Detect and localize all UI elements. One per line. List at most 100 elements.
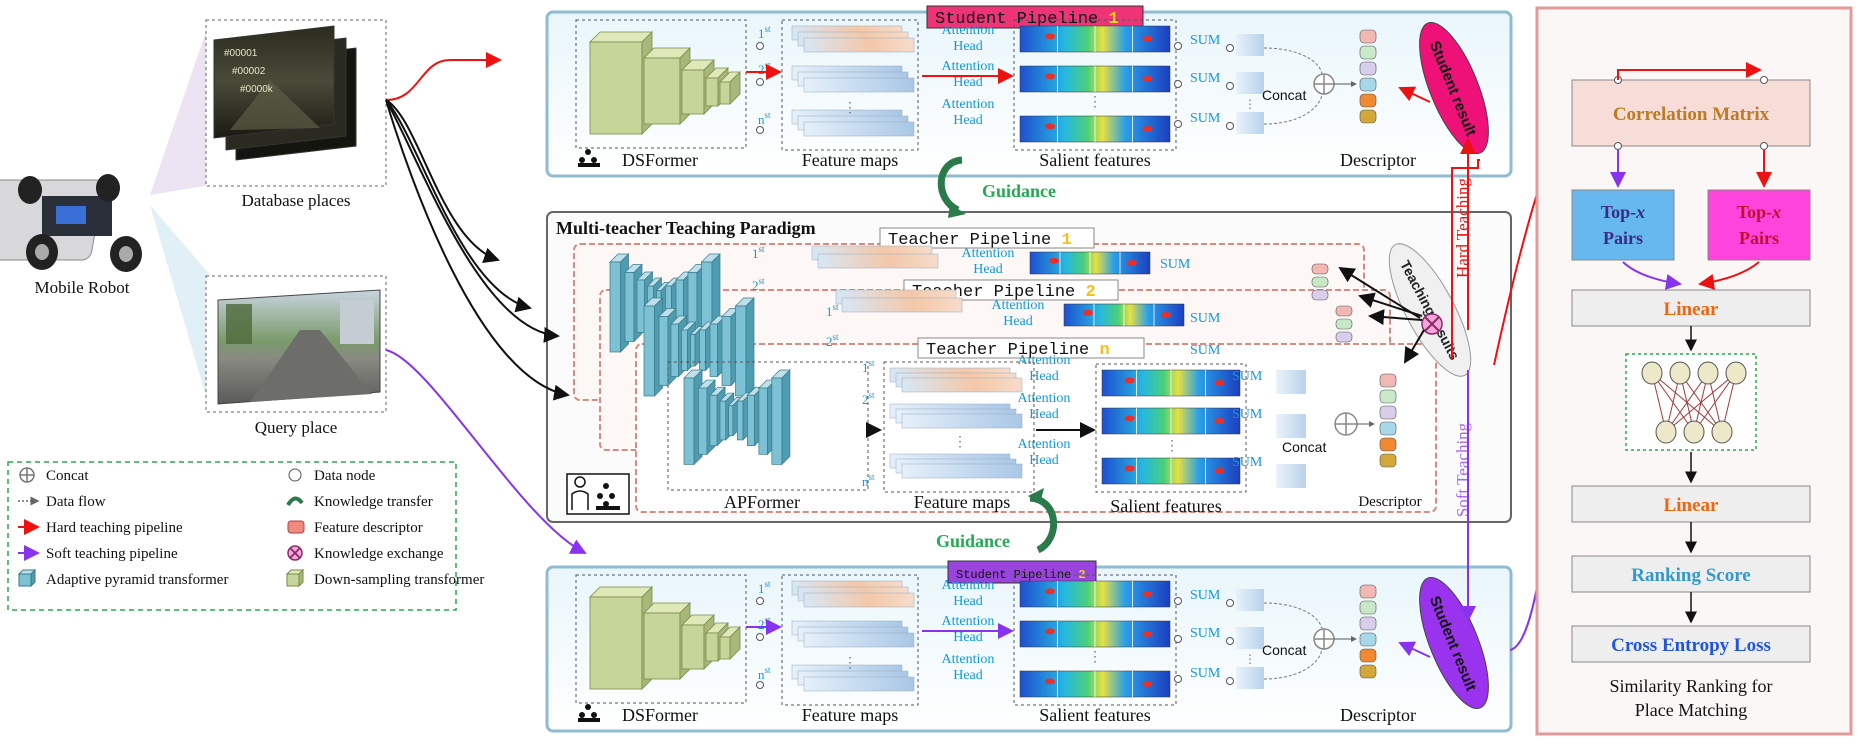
attention-head-label: Attention (1018, 353, 1071, 368)
attention-head-label: Head (1003, 314, 1033, 329)
sum-label: SUM (1232, 455, 1263, 470)
ranking-score-label: Ranking Score (1631, 565, 1750, 586)
query-label: Query place (255, 418, 338, 437)
sum-label: SUM (1232, 407, 1263, 422)
guidance-top: Guidance (937, 156, 1056, 218)
descriptor-bar (1311, 276, 1329, 288)
feature-maps-box (781, 19, 919, 151)
attention-head-label: Attention (962, 246, 1015, 261)
descriptor-bar (1359, 648, 1377, 663)
top-x-label: Top-x (1601, 202, 1645, 222)
backbone-box (575, 574, 747, 704)
data-node (1226, 637, 1234, 645)
backbone-box (575, 19, 747, 149)
svg-text:⋮: ⋮ (1088, 95, 1102, 110)
attention-head-label: Attention (992, 298, 1045, 313)
descriptor-bar (1359, 109, 1377, 124)
descriptor-bar (1359, 584, 1377, 599)
ranking-caption: Similarity Ranking for (1610, 676, 1773, 696)
adaptive-pyramid-cubes (683, 369, 791, 466)
data-node (1174, 597, 1182, 605)
summed-feature (1276, 370, 1306, 394)
teacher-pipeline-title: Teacher Pipeline n (926, 341, 1110, 360)
legend-item-label: Feature descriptor (314, 520, 423, 536)
attention-head-label: Attention (1018, 437, 1071, 452)
legend-item-label: Concat (46, 468, 89, 484)
sum-label: SUM (1190, 343, 1221, 358)
data-node (1760, 142, 1768, 150)
database-frame-id: #0000k (240, 84, 274, 95)
student-icon (578, 704, 600, 722)
summed-feature (1276, 414, 1306, 438)
legend-box (7, 461, 457, 611)
loss-label: Cross Entropy Loss (1611, 635, 1771, 656)
descriptor-bar (1335, 331, 1353, 343)
database-frame-id: #00001 (224, 48, 258, 59)
concat-icon (1313, 628, 1335, 650)
data-node (1226, 677, 1234, 685)
sum-label: SUM (1232, 369, 1263, 384)
downsampling-cube-icon (285, 568, 305, 588)
feature-map (901, 413, 1023, 429)
legend-item-label: Down-sampling transformer (314, 572, 484, 588)
linear-label: Linear (1664, 299, 1719, 320)
downsampling-cubes (589, 586, 741, 690)
adaptive-pyramid-cubes (609, 253, 721, 353)
guidance-label-top: Guidance (982, 181, 1056, 201)
pairs-label: Pairs (1739, 228, 1779, 248)
attention-head-label: Attention (942, 23, 995, 38)
sum-label: SUM (1190, 626, 1221, 641)
teacher-pipeline-title-box (879, 227, 1095, 249)
svg-text:⋮: ⋮ (1244, 97, 1256, 111)
data-node (1174, 80, 1182, 88)
attention-head-label: Attention (942, 578, 995, 593)
descriptor-bar (1379, 421, 1397, 436)
descriptor-bar (1359, 45, 1377, 60)
database-label: Database places (241, 191, 350, 210)
robot-label: Mobile Robot (35, 278, 130, 297)
descriptor-label: Descriptor (1340, 705, 1416, 725)
data-node (1174, 42, 1182, 50)
data-node (1760, 76, 1768, 84)
concat-label: Concat (1282, 439, 1326, 455)
feature-map (803, 37, 915, 53)
query-image (217, 289, 381, 405)
linear-box (1571, 485, 1811, 523)
feature-map (841, 297, 963, 313)
descriptor-bar (1379, 453, 1397, 468)
hard-teaching-label: Hard Teaching (1453, 178, 1472, 278)
attention-head-label: Head (1029, 369, 1059, 384)
data-node (756, 597, 764, 605)
pairs-label: Pairs (1603, 228, 1643, 248)
salient-features-box (1013, 19, 1177, 151)
legend-item-label: Soft teaching pipeline (46, 546, 178, 562)
attention-head-label: Attention (1018, 391, 1071, 406)
top-x-label: Top-x (1737, 202, 1781, 222)
descriptor-bar (1359, 616, 1377, 631)
backbone-label: APFormer (724, 492, 800, 512)
descriptor-bar (1359, 77, 1377, 92)
attention-head-label: Attention (942, 97, 995, 112)
sum-label: SUM (1160, 257, 1191, 272)
svg-text:⋮: ⋮ (1244, 652, 1256, 666)
backbone-label: DSFormer (622, 705, 698, 725)
feature-map (901, 463, 1023, 479)
summed-feature (1236, 72, 1264, 94)
data-node (756, 681, 764, 689)
salient-features-label: Salient features (1110, 496, 1221, 516)
feature-map (803, 592, 915, 608)
soft-teaching-label: Soft Teaching (1453, 422, 1472, 517)
concat-icon (1313, 73, 1335, 95)
correlation-matrix-label: Correlation Matrix (1613, 104, 1770, 125)
top-x-pairs-box (1707, 189, 1811, 261)
summed-feature (1236, 589, 1264, 611)
teacher-pipeline-title-box (917, 337, 1145, 359)
concat-icon (19, 467, 35, 483)
descriptor-bar (1359, 61, 1377, 76)
sum-label: SUM (1190, 588, 1221, 603)
data-node (756, 126, 764, 134)
